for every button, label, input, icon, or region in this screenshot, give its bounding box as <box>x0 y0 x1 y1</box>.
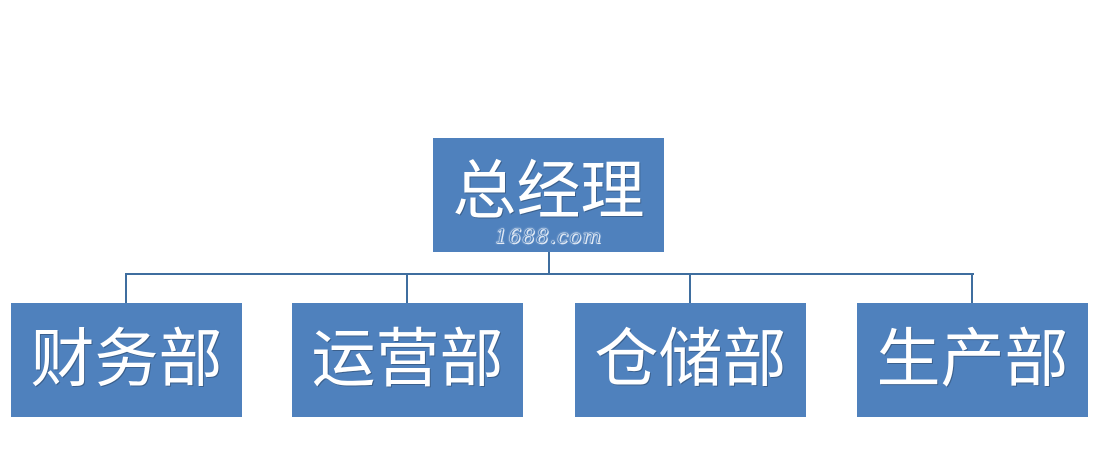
org-node-production: 生产部 <box>857 303 1088 417</box>
org-node-operations: 运营部 <box>292 303 523 417</box>
horizontal-bus-connector <box>125 273 974 275</box>
watermark-text: 1688.com <box>494 224 603 248</box>
org-node-finance: 财务部 <box>11 303 242 417</box>
child-stem-connector-warehouse <box>689 273 691 303</box>
org-node-general-manager: 总经理 1688.com <box>433 138 664 252</box>
org-node-warehouse: 仓储部 <box>575 303 806 417</box>
root-stem-connector <box>548 252 550 274</box>
node-label: 财务部 <box>30 323 223 397</box>
child-stem-connector-finance <box>125 273 127 303</box>
node-label: 生产部 <box>876 323 1069 397</box>
child-stem-connector-production <box>971 273 973 303</box>
child-stem-connector-operations <box>406 273 408 303</box>
node-label: 运营部 <box>311 323 504 397</box>
node-label: 总经理 <box>452 155 645 229</box>
node-label: 仓储部 <box>594 323 787 397</box>
